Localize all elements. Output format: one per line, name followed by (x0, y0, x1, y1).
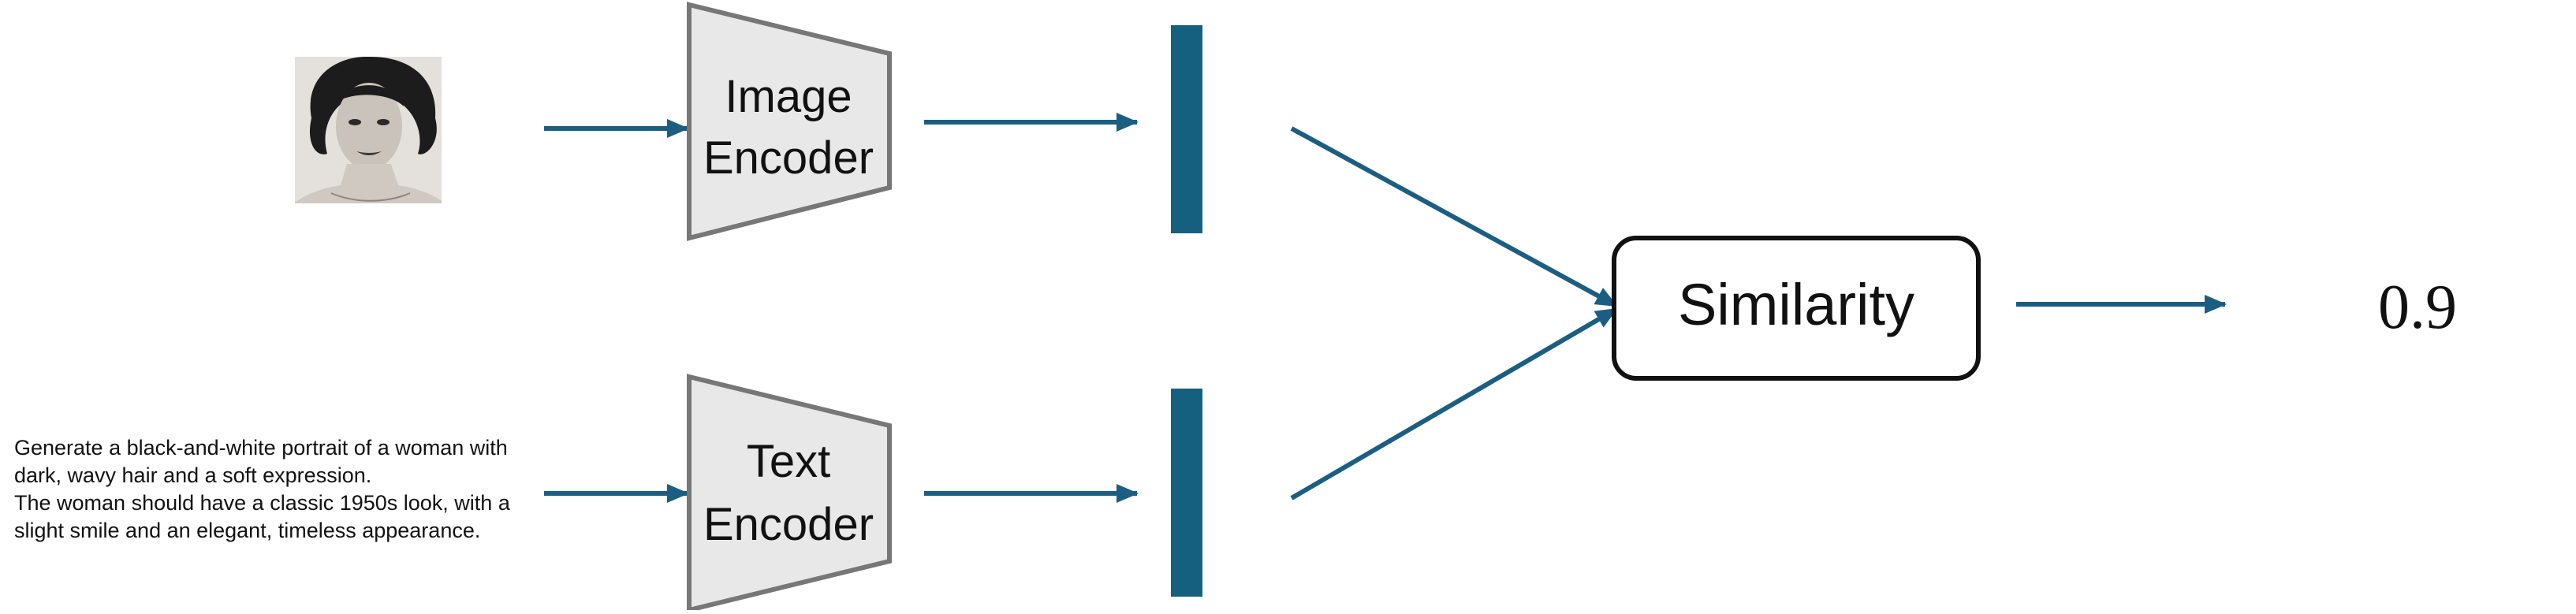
arrow-text-embedding-to-similarity (1290, 307, 1618, 501)
text-encoder-label-line2: Encoder (703, 499, 874, 550)
image-encoder-label-line1: Image (725, 71, 852, 122)
image-encoder-label-line2: Encoder (703, 132, 874, 184)
text-embedding-vector (1171, 389, 1202, 597)
image-embedding-vector (1171, 25, 1202, 233)
input-text-prompt: Generate a black-and-white portrait of a… (14, 434, 550, 545)
prompt-line-2: dark, wavy hair and a soft expression. (14, 463, 372, 487)
prompt-line-3: The woman should have a classic 1950s lo… (14, 491, 510, 515)
text-encoder-label-line1: Text (747, 436, 830, 487)
similarity-label: Similarity (1678, 272, 1914, 337)
similarity-block: Similarity (1612, 236, 1981, 381)
input-portrait-image (295, 57, 442, 203)
similarity-score: 0.9 (2378, 273, 2457, 342)
text-encoder-block: Text Encoder (687, 374, 892, 613)
image-encoder-block: Image Encoder (687, 2, 892, 241)
prompt-line-1: Generate a black-and-white portrait of a… (14, 436, 508, 460)
arrow-image-embedding-to-similarity (1290, 126, 1618, 308)
prompt-line-4: slight smile and an elegant, timeless ap… (14, 519, 481, 542)
